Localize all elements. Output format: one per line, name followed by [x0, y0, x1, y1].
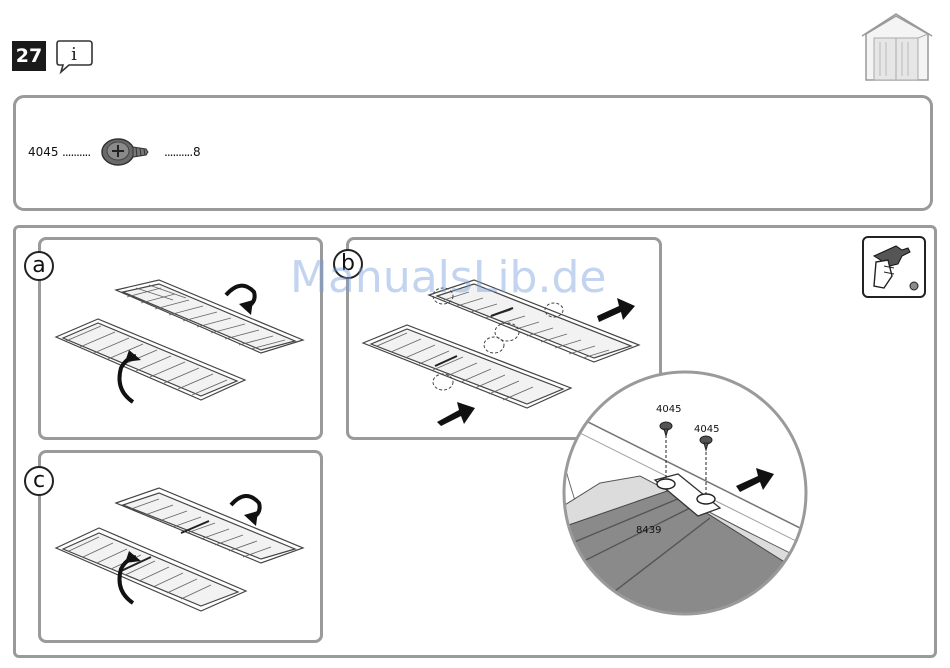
panel-c: [38, 450, 323, 643]
info-icon: i: [55, 38, 95, 76]
callout-screw-4045: 4045: [656, 404, 681, 415]
watermark: ManualsLib.de: [290, 252, 606, 303]
part-leader-dots: ..........: [62, 145, 90, 159]
drill-icon: [862, 236, 926, 298]
panel-a: [38, 237, 323, 440]
shed-icon: [860, 12, 934, 84]
callout-part-8439: 8439: [636, 525, 661, 536]
part-leader-dots: ..........: [164, 145, 192, 159]
panel-a-label: a: [24, 251, 54, 281]
panel-c-label: c: [24, 466, 54, 496]
part-quantity: 8: [193, 145, 201, 159]
step-number: 27: [16, 45, 42, 67]
callout-screw-4045: 4045: [694, 424, 719, 435]
svg-text:i: i: [71, 44, 77, 65]
detail-magnifier: [560, 368, 810, 618]
step-number-badge: 27: [12, 41, 46, 71]
part-code: 4045: [28, 145, 59, 159]
screw-icon: [98, 136, 152, 168]
